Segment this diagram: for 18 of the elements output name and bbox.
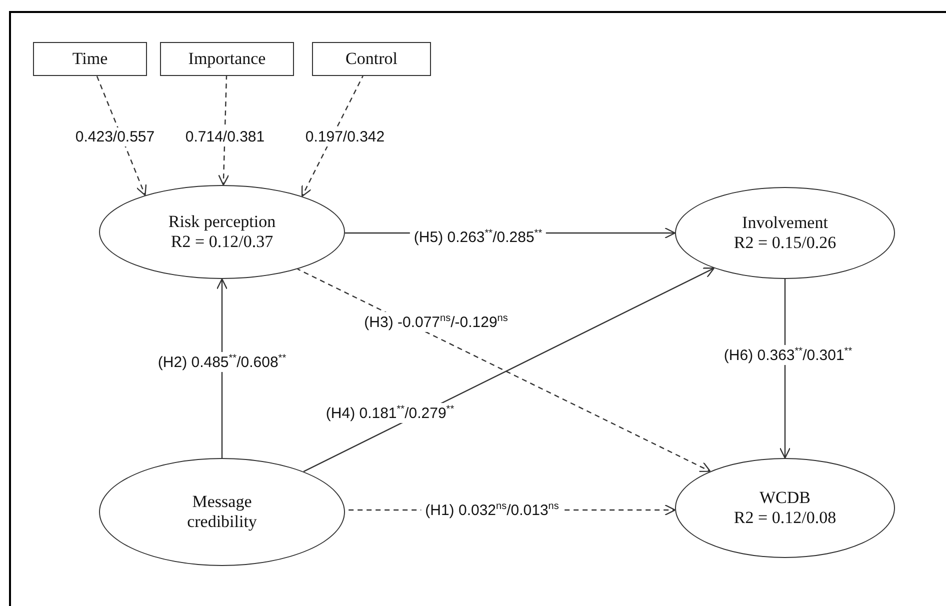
- arrow: [96, 76, 147, 196]
- indicator-box: [312, 42, 431, 76]
- arrow: [216, 278, 228, 458]
- node-label: R2 = 0.15/0.26: [734, 233, 836, 254]
- indicator-box: [160, 42, 294, 76]
- node-label: Control: [346, 48, 398, 70]
- node-label: Time: [72, 48, 108, 70]
- node-label: Message credibility: [186, 492, 258, 532]
- node-label: Involvement: [742, 212, 828, 233]
- edge-label: (H5) 0.263$^{**}$/0.285$^{**}$: [410, 227, 546, 247]
- node-label: Risk perception: [168, 212, 276, 232]
- node-label: R2 = 0.12/0.37: [170, 232, 274, 252]
- node-label: R2 = 0.12/0.08: [734, 508, 836, 528]
- node-label: Importance: [188, 48, 266, 70]
- arrow: [301, 76, 364, 197]
- arrow: [779, 279, 791, 459]
- node-label: WCDB: [760, 488, 810, 508]
- indicator-box: [33, 42, 147, 76]
